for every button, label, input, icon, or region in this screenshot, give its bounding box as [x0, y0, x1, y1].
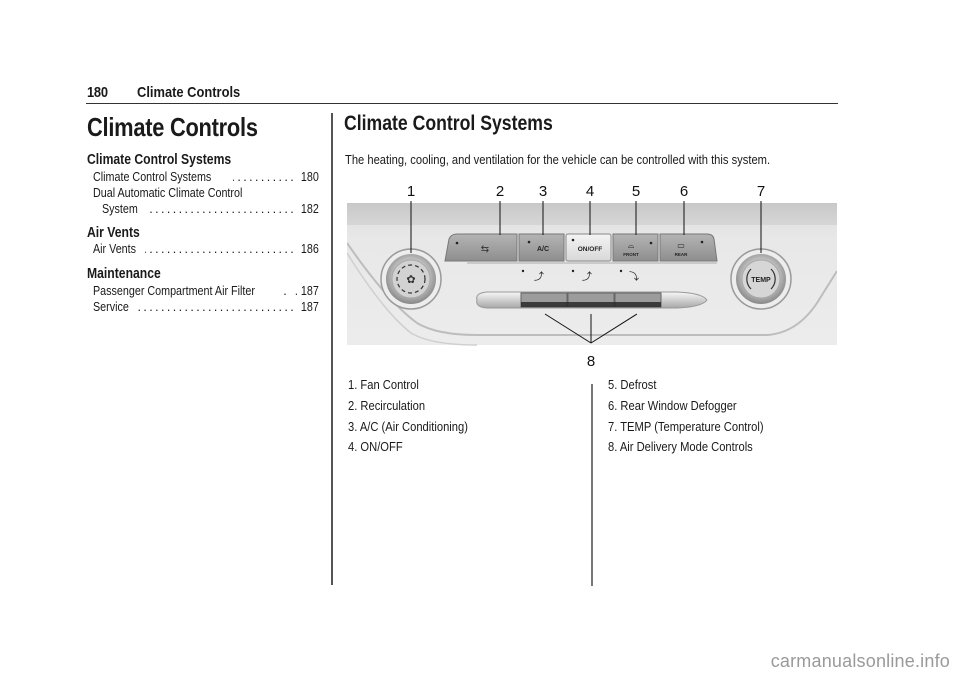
- callout-2: 2: [495, 183, 505, 200]
- toc-entry-page: 187: [301, 300, 319, 314]
- page-number: 180: [87, 84, 108, 101]
- toc-entry[interactable]: Dual Automatic Climate Control: [93, 185, 319, 201]
- rear-defog-button[interactable]: ▭ REAR: [659, 233, 718, 262]
- toc-heading-air-vents: Air Vents: [87, 225, 140, 241]
- callout-leaders: [410, 201, 762, 344]
- legend-item: 8. Air Delivery Mode Controls: [608, 439, 753, 454]
- defog-floor-mode-icon: ⤴: [534, 270, 544, 283]
- section-title: Climate Control Systems: [344, 112, 553, 135]
- toc-heading-maintenance: Maintenance: [87, 266, 161, 282]
- running-header-title: Climate Controls: [137, 84, 241, 101]
- legend-item: 4. ON/OFF: [348, 439, 403, 454]
- toc-leader-dots: .....: [283, 284, 290, 298]
- toc-heading-climate-control-systems: Climate Control Systems: [87, 152, 232, 168]
- chapter-title: Climate Controls: [87, 112, 258, 142]
- legend-column-divider: [591, 384, 593, 586]
- callout-3: 3: [538, 183, 548, 200]
- callout-6: 6: [679, 183, 689, 200]
- front-defrost-button[interactable]: ⌓ FRONT: [612, 233, 659, 262]
- column-divider: [331, 113, 333, 585]
- temp-control-knob[interactable]: TEMP: [730, 248, 792, 310]
- callout-4: 4: [585, 183, 595, 200]
- ac-button-label: A/C: [537, 246, 549, 253]
- front-defrost-label: FRONT: [623, 252, 639, 257]
- front-defrost-icon: ⌓: [628, 241, 635, 250]
- rear-defog-label: REAR: [675, 252, 689, 257]
- temp-knob-label: TEMP: [751, 277, 771, 284]
- legend-item: 3. A/C (Air Conditioning): [348, 419, 468, 434]
- toc-entry-page: . 187: [295, 284, 319, 298]
- toc-entry-label: Dual Automatic Climate Control: [93, 186, 243, 200]
- ac-button[interactable]: A/C: [518, 233, 565, 262]
- callout-8: 8: [586, 353, 596, 370]
- air-delivery-mode-bar[interactable]: [476, 291, 708, 309]
- legend-item: 5. Defrost: [608, 377, 657, 392]
- toc-entry[interactable]: Passenger Compartment Air Filter ..... .…: [93, 283, 319, 299]
- header-rule: [86, 103, 838, 104]
- panel-top-strip: [347, 203, 837, 225]
- toc-leader-dots: ........................................…: [145, 242, 297, 256]
- mode-icons: ⤴ ⤴ ⤵: [521, 269, 639, 283]
- toc-entry[interactable]: Air Vents ..............................…: [93, 241, 319, 257]
- callout-7: 7: [756, 183, 766, 200]
- climate-control-panel-figure: ✿ TEMP ⇆ A/C ON/OFF: [346, 183, 838, 373]
- legend-item: 6. Rear Window Defogger: [608, 398, 737, 413]
- bi-level-mode-icon: ⤴: [582, 270, 592, 283]
- legend-item: 2. Recirculation: [348, 398, 426, 413]
- bezel-curve-inner: [346, 252, 478, 346]
- toc-entry-label: Service: [93, 300, 129, 314]
- toc-leader-dots: ........................................…: [137, 300, 297, 314]
- on-off-button-label: ON/OFF: [578, 246, 603, 253]
- rear-defog-icon: ▭: [677, 241, 685, 250]
- intro-paragraph: The heating, cooling, and ventilation fo…: [345, 152, 771, 167]
- recirculation-icon: ⇆: [481, 244, 489, 255]
- legend-item: 1. Fan Control: [348, 377, 419, 392]
- toc-entry-label: Passenger Compartment Air Filter: [93, 284, 255, 298]
- callout-5: 5: [631, 183, 641, 200]
- floor-mode-icon: ⤵: [629, 271, 639, 283]
- toc-entry[interactable]: Service ................................…: [93, 299, 319, 315]
- toc-leader-dots: ........................................…: [232, 170, 297, 184]
- toc-entry-label: System: [102, 202, 138, 216]
- fan-icon: ✿: [406, 273, 415, 286]
- bezel-curve: [346, 242, 838, 336]
- recirculation-button[interactable]: ⇆: [444, 233, 518, 262]
- toc-entry-label: Air Vents: [93, 242, 137, 256]
- fan-control-knob[interactable]: ✿: [380, 248, 442, 310]
- toc-entry-page: 182: [301, 202, 319, 216]
- legend-item: 7. TEMP (Temperature Control): [608, 419, 764, 434]
- toc-entry-label: Climate Control Systems: [93, 170, 212, 184]
- callout-1: 1: [406, 183, 416, 200]
- toc-entry[interactable]: System .................................…: [102, 201, 319, 217]
- watermark: carmanualsonline.info: [770, 651, 950, 671]
- on-off-button[interactable]: ON/OFF: [565, 233, 612, 262]
- panel-illustration: ✿ TEMP ⇆ A/C ON/OFF: [346, 201, 838, 346]
- toc-entry[interactable]: Climate Control Systems ................…: [93, 169, 319, 185]
- toc-leader-dots: ........................................…: [146, 202, 297, 216]
- toc-entry-page: 186: [301, 242, 319, 256]
- toc-entry-page: 180: [301, 170, 319, 184]
